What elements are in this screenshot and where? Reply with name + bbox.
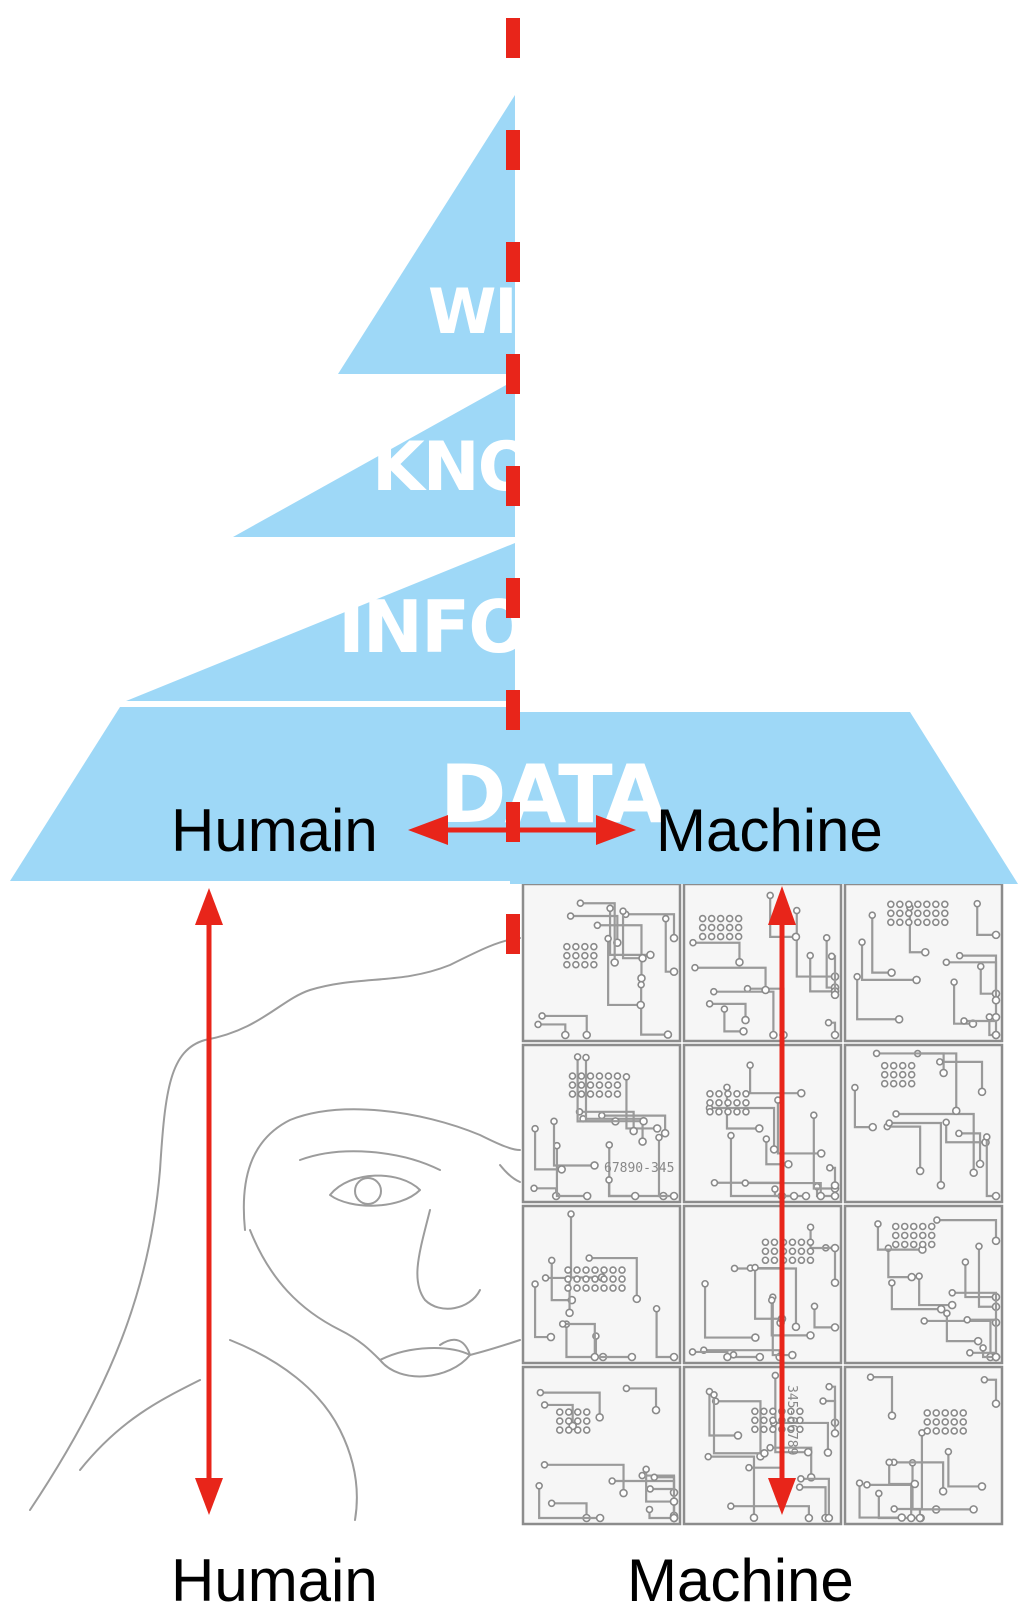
left-vertical-double-arrow	[195, 888, 223, 1515]
level-label-knowledge: KNOWLEDGE	[372, 428, 845, 507]
circuit-code-text: 67890-345	[604, 1161, 674, 1176]
pyramid-label-human: Humain	[171, 797, 378, 864]
dikw-pyramid	[10, 95, 515, 881]
pyramid-tier-data-right	[510, 712, 1018, 884]
circuit-board-image: 67890-345 345-06789	[521, 882, 1004, 1526]
pyramid-label-machine: Machine	[656, 797, 883, 864]
circuit-tile	[521, 1204, 682, 1365]
bottom-label-machine: Machine	[627, 1547, 854, 1614]
bottom-label-human: Humain	[171, 1547, 378, 1614]
level-label-wisdom: WISDOM	[428, 275, 718, 348]
circuit-tile	[843, 1204, 1004, 1365]
horizontal-double-arrow	[408, 815, 636, 845]
level-label-information: INFORMATION	[338, 585, 888, 669]
pyramid-tier-information	[126, 543, 515, 701]
circuit-tile	[682, 1365, 843, 1526]
circuit-code-text: 345-06789	[784, 1385, 799, 1455]
circuit-tile	[843, 1365, 1004, 1526]
pyramid-tier-knowledge	[233, 380, 515, 537]
circuit-tile	[843, 882, 1004, 1043]
circuit-tile	[682, 882, 843, 1043]
circuit-tile	[521, 882, 682, 1043]
right-vertical-double-arrow	[768, 886, 796, 1515]
circuit-tile	[521, 1365, 682, 1526]
pyramid-tier-data-left	[10, 707, 515, 881]
circuit-tile	[521, 1043, 682, 1204]
pyramid-tier-wisdom	[338, 95, 515, 374]
human-face-drawing	[29, 937, 521, 1521]
level-label-data: DATA	[440, 748, 666, 841]
circuit-tile	[682, 1204, 843, 1365]
circuit-tile	[682, 1043, 843, 1204]
circuit-tile	[843, 1043, 1004, 1204]
